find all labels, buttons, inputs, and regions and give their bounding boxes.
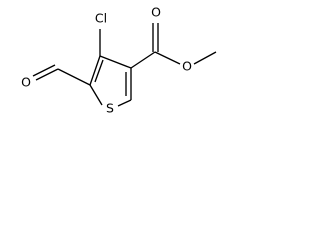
aldehyde-oxygen-atom-label: O xyxy=(21,75,31,90)
ring-bond-c3-c4 xyxy=(99,55,132,69)
carbonyl-oxygen-atom-label: O xyxy=(151,5,161,20)
formyl-double-bond-outer xyxy=(35,68,59,81)
bond-ester-oxygen-methyl xyxy=(193,51,217,65)
canvas-background xyxy=(0,0,240,126)
ring-double-bond-inner-c2-c3 xyxy=(94,59,104,83)
bond-carbonyl-carbon-ester-oxygen xyxy=(154,51,181,65)
formyl-double-bond-inner xyxy=(32,64,56,77)
ring-bond-c2-c3 xyxy=(89,55,101,86)
ring-bond-c5-s xyxy=(117,99,132,107)
molecule-structure: Cl S O O O xyxy=(0,0,240,126)
bond-c2-formyl-carbon xyxy=(57,68,91,86)
ester-oxygen-atom-label: O xyxy=(182,59,192,74)
chlorine-atom-label: Cl xyxy=(95,11,107,26)
bond-c4-carbonyl-carbon xyxy=(130,51,156,69)
ring-bond-s-c2 xyxy=(89,84,103,106)
sulfur-atom-label: S xyxy=(106,101,114,116)
